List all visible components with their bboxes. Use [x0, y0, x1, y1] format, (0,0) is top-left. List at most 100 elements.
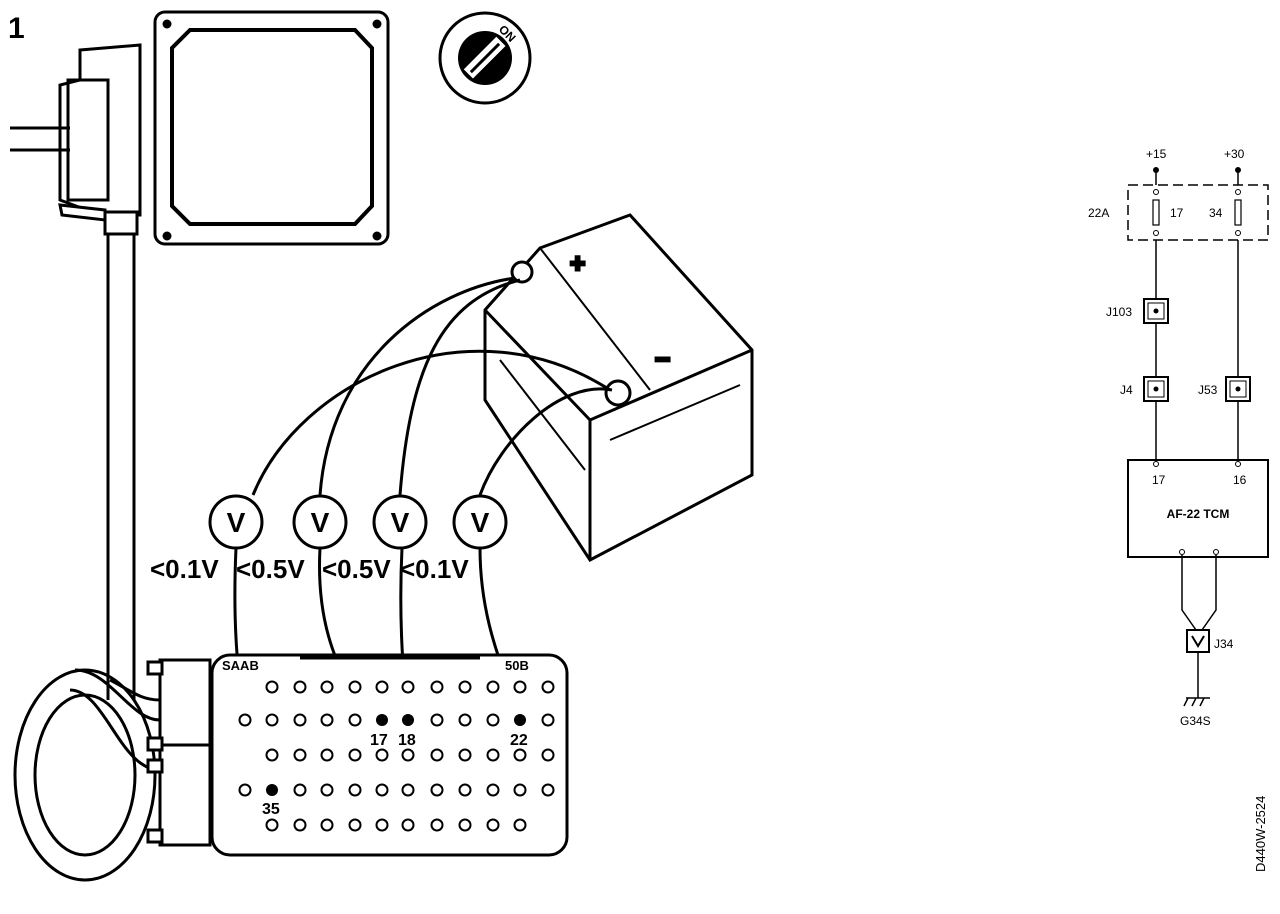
- pin-grid: [238, 680, 555, 832]
- pin-hole: [265, 748, 279, 762]
- control-module: [153, 10, 390, 246]
- pin-22-dot: [514, 714, 526, 726]
- reading-2: <0.5V: [236, 554, 305, 584]
- figure-number: 1: [8, 12, 25, 45]
- pin-hole: [320, 713, 334, 727]
- fuse-34: [1234, 199, 1242, 226]
- pin-hole: [430, 713, 444, 727]
- pin-hole: [486, 783, 500, 797]
- pin-hole: [320, 680, 334, 694]
- connector-label-left: SAAB: [222, 658, 259, 673]
- tcm-pin-16-label: 16: [1233, 473, 1247, 487]
- connector-clips: [146, 658, 212, 847]
- pin-hole: [401, 680, 415, 694]
- voltmeter-4-letter: V: [471, 507, 490, 538]
- pin-hole: [486, 818, 500, 832]
- ignition-switch: ON: [438, 11, 532, 105]
- pin-hole: [458, 680, 472, 694]
- pin-hole: [541, 680, 555, 694]
- voltmeter-3-letter: V: [391, 507, 410, 538]
- pin-hole: [293, 680, 307, 694]
- test-connector: SAAB 50B: [146, 653, 569, 857]
- ground-symbol: [1183, 697, 1210, 707]
- pin-hole: [320, 818, 334, 832]
- battery-plus-label: +: [570, 248, 585, 278]
- pin-hole: [293, 713, 307, 727]
- pin-18-label: 18: [398, 732, 416, 749]
- pin-hole: [486, 748, 500, 762]
- tcm-pin-17-label: 17: [1152, 473, 1166, 487]
- fuse-34-label: 34: [1209, 206, 1223, 220]
- pin-35-dot: [266, 784, 278, 796]
- pin-hole: [348, 680, 362, 694]
- pin-hole: [430, 680, 444, 694]
- voltmeter-2: V: [292, 494, 348, 550]
- pin-18-dot: [402, 714, 414, 726]
- supply-plus15: +15: [1146, 147, 1167, 161]
- pin-hole: [541, 783, 555, 797]
- pin-hole: [348, 783, 362, 797]
- connector-j34: [1186, 629, 1210, 653]
- pin-hole: [238, 783, 252, 797]
- junction-j103-label: J103: [1106, 305, 1132, 319]
- pin-hole: [348, 748, 362, 762]
- pin-17-label: 17: [370, 732, 388, 749]
- connector-j34-label: J34: [1214, 637, 1234, 651]
- schematic: +15 +30 22A 17 34 J103 J4 J53 17 16 AF-2: [1088, 147, 1269, 728]
- voltmeter-3: V: [372, 494, 428, 550]
- pin-hole: [401, 818, 415, 832]
- pin-hole: [486, 713, 500, 727]
- pin-hole: [375, 748, 389, 762]
- fuse-17: [1152, 199, 1160, 226]
- test-pins: 35 17 18 22: [262, 714, 528, 818]
- fuse-box: [1127, 184, 1269, 241]
- pin-hole: [458, 818, 472, 832]
- pin-hole: [486, 680, 500, 694]
- reading-1: <0.1V: [150, 554, 219, 584]
- pin-hole: [375, 818, 389, 832]
- voltmeter-2-letter: V: [311, 507, 330, 538]
- voltmeter-1-letter: V: [227, 507, 246, 538]
- pin-hole: [513, 748, 527, 762]
- pin-22-label: 22: [510, 732, 528, 749]
- ground-label: G34S: [1180, 714, 1211, 728]
- reading-4: <0.1V: [400, 554, 469, 584]
- supply-plus30: +30: [1224, 147, 1245, 161]
- drawing-id: D440W-2524: [1253, 796, 1268, 872]
- harness: [13, 234, 161, 882]
- pin-hole: [238, 713, 252, 727]
- pin-hole: [541, 713, 555, 727]
- tcm-box: [1127, 459, 1269, 558]
- pin-hole: [348, 818, 362, 832]
- pin-hole: [430, 748, 444, 762]
- junction-j53-label: J53: [1198, 383, 1218, 397]
- pin-hole: [293, 818, 307, 832]
- battery-minus-label: −: [655, 344, 670, 374]
- pin-hole: [320, 783, 334, 797]
- fuse-box-label: 22A: [1088, 206, 1109, 220]
- connector-label-right: 50B: [505, 658, 529, 673]
- pin-hole: [293, 783, 307, 797]
- voltmeter-1: V: [208, 494, 264, 550]
- tcm-label: AF-22 TCM: [1167, 507, 1230, 521]
- meter-leads-top: [251, 276, 613, 496]
- pin-hole: [401, 748, 415, 762]
- pin-hole: [320, 748, 334, 762]
- pin-hole: [541, 748, 555, 762]
- pin-hole: [458, 783, 472, 797]
- pin-hole: [375, 783, 389, 797]
- fuse-17-label: 17: [1170, 206, 1184, 220]
- pin-hole: [513, 680, 527, 694]
- pin-hole: [293, 748, 307, 762]
- pin-hole: [430, 818, 444, 832]
- pin-hole: [265, 713, 279, 727]
- pin-hole: [513, 783, 527, 797]
- module-connector: [10, 43, 142, 236]
- junction-j4-label: J4: [1120, 383, 1133, 397]
- pin-hole: [265, 680, 279, 694]
- pin-hole: [265, 818, 279, 832]
- pin-hole: [401, 783, 415, 797]
- pin-17-dot: [376, 714, 388, 726]
- pin-35-label: 35: [262, 801, 280, 818]
